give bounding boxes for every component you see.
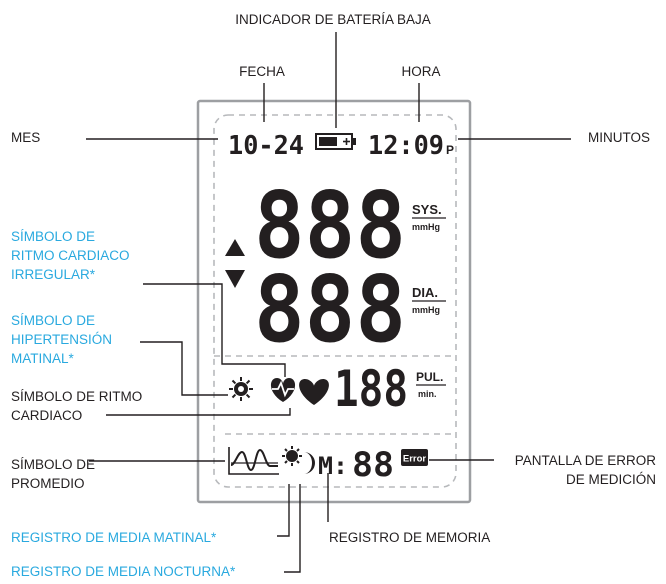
morning-hypertension-icon	[229, 377, 253, 401]
morning-average-icon	[282, 446, 302, 466]
date-readout: 10-24	[228, 131, 304, 161]
low-battery-label: INDICADOR DE BATERÍA BAJA	[235, 12, 431, 27]
pulse-digits: 188	[334, 360, 408, 418]
heartbeat-callout-line	[106, 408, 291, 416]
morning-hypertension-label: SÍMBOLO DE HIPERTENSIÓN MATINAL*	[11, 313, 113, 366]
average-label: SÍMBOLO DE PROMEDIO	[11, 457, 96, 491]
night-average-label: REGISTRO DE MEDIA NOCTURNA*	[11, 564, 236, 579]
morning-average-callout-line	[277, 484, 290, 537]
heart-icon	[299, 379, 329, 405]
callout-lines	[86, 32, 571, 573]
memory-prefix: M:	[318, 452, 348, 480]
minutes-label: MINUTOS	[588, 130, 651, 145]
error-screen-label: PANTALLA DE ERROR DE MEDICIÓN	[514, 453, 656, 487]
pul-unit: PUL.	[416, 370, 443, 384]
dia-digits: 888	[254, 256, 406, 363]
memory-digits: 88	[352, 445, 394, 485]
error-badge	[401, 449, 428, 466]
hypertension-callout-line	[140, 341, 228, 396]
lcd-frame	[196, 99, 472, 504]
up-arrow-icon	[225, 239, 245, 256]
morning-average-label: REGISTRO DE MEDIA MATINAL*	[11, 530, 217, 545]
night-average-callout-line	[284, 484, 301, 573]
sys-digits: 888	[254, 172, 406, 279]
irregular-heartbeat-label: SÍMBOLO DE RITMO CARDIACO IRREGULAR*	[11, 229, 130, 282]
dia-unit: DIA.	[412, 285, 438, 300]
heartbeat-label: SÍMBOLO DE RITMO CARDIACO	[11, 389, 143, 423]
down-arrow-icon	[225, 270, 245, 288]
memory-label: REGISTRO DE MEMORIA	[329, 530, 491, 545]
error-text: Error	[403, 454, 427, 465]
low-battery-icon	[315, 133, 356, 150]
month-label: MES	[11, 130, 41, 145]
irregular-callout-line	[143, 283, 286, 377]
moon-icon	[304, 452, 315, 474]
dia-mmhg: mmHg	[412, 305, 440, 315]
average-icon	[228, 447, 279, 475]
lcd-inner-dashed-border	[213, 114, 457, 488]
sys-mmhg: mmHg	[412, 222, 440, 232]
date-label: FECHA	[239, 64, 285, 79]
pm-indicator: P	[446, 143, 454, 157]
sys-unit: SYS.	[412, 202, 442, 217]
pul-min: min.	[418, 389, 437, 399]
irregular-heartbeat-icon	[270, 378, 296, 402]
time-label: HORA	[401, 64, 441, 79]
time-readout: 12:09	[368, 131, 444, 161]
